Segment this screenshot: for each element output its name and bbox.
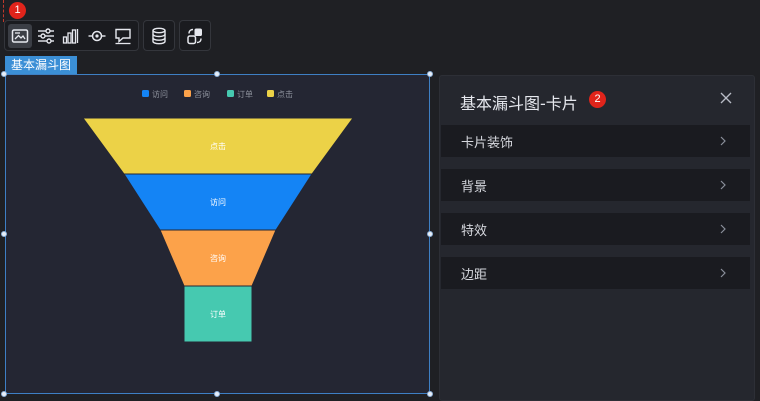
image-icon [11,28,29,43]
comment-icon [115,28,131,44]
resize-handle-top-left[interactable] [1,71,7,77]
chevron-right-icon [720,180,726,190]
legend-swatch [227,90,234,97]
database-button[interactable] [147,24,171,48]
legend-swatch [267,90,274,97]
funnel-stage-label: 咨询 [210,253,226,263]
resize-handle-left[interactable] [1,231,7,237]
section-label: 背景 [461,179,488,195]
bar-chart-icon [63,28,79,44]
eye-icon [88,30,106,41]
resize-handle-top[interactable] [214,71,220,77]
legend-swatch [142,90,149,97]
section-effects[interactable]: 特效 [441,213,750,245]
legend-label[interactable]: 订单 [237,89,253,99]
panel-title: 基本漏斗图-卡片 [460,94,578,113]
database-icon [152,27,166,44]
sliders-icon [37,27,54,44]
funnel-stage-label: 访问 [210,197,226,207]
resize-handle-bottom-right[interactable] [427,391,433,397]
section-background[interactable]: 背景 [441,169,750,201]
funnel-stage[interactable] [183,285,253,343]
legend-label[interactable]: 点击 [277,89,293,99]
toolbar-interaction [179,20,211,51]
card-settings-panel: 基本漏斗图-卡片 2 卡片装饰 背景 特效 边距 [439,75,755,401]
swap-icon [187,28,202,44]
legend-swatch [184,90,191,97]
bar-chart-button[interactable] [60,24,84,48]
annotation-guide-line [3,0,4,22]
annotation-marker-1: 1 [9,2,26,19]
resize-handle-top-right[interactable] [427,71,433,77]
sliders-button[interactable] [34,24,58,48]
close-icon[interactable] [718,90,734,106]
resize-handle-bottom-left[interactable] [1,391,7,397]
toolbar-main [4,20,139,51]
section-label: 边距 [461,267,488,283]
image-button[interactable] [8,23,32,48]
comment-button[interactable] [111,24,135,48]
funnel-chart-component[interactable]: 访问咨询订单点击 点击访问咨询订单 [5,74,430,394]
funnel-stage-label: 点击 [210,141,226,151]
swap-button[interactable] [183,24,207,48]
section-card-decoration[interactable]: 卡片装饰 [441,125,750,157]
chevron-right-icon [720,268,726,278]
section-label: 卡片装饰 [461,135,514,151]
resize-handle-right[interactable] [427,231,433,237]
section-label: 特效 [461,223,488,239]
funnel-stage-label: 订单 [210,309,226,319]
chevron-right-icon [720,136,726,146]
eye-button[interactable] [85,24,109,48]
legend-label[interactable]: 访问 [152,89,168,99]
legend-label[interactable]: 咨询 [194,89,210,99]
chevron-right-icon [720,224,726,234]
toolbar-data [143,20,175,51]
annotation-marker-2: 2 [589,91,606,108]
resize-handle-bottom[interactable] [214,391,220,397]
section-margin[interactable]: 边距 [441,257,750,289]
funnel-chart: 访问咨询订单点击 点击访问咨询订单 [82,89,354,343]
component-title-tag[interactable]: 基本漏斗图 [5,56,78,74]
